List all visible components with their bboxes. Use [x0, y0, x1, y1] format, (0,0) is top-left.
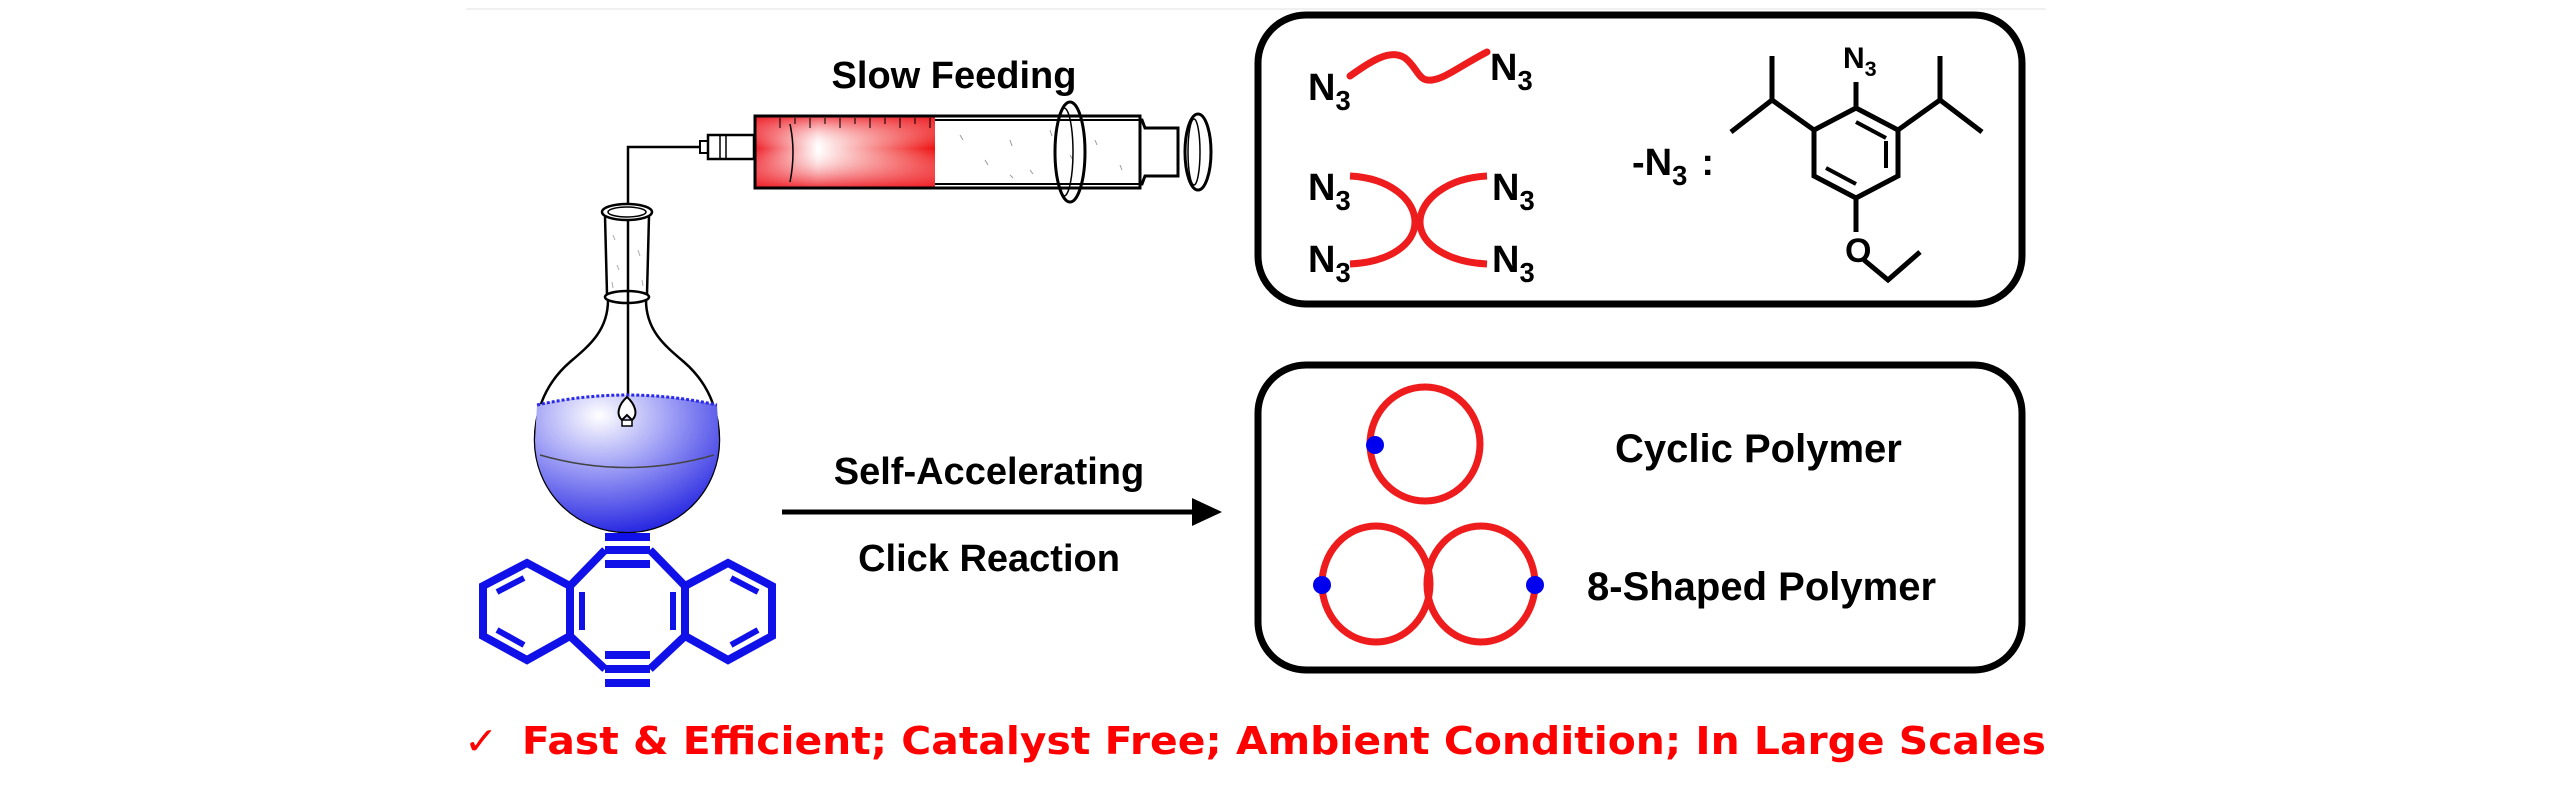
round-bottom-flask	[533, 202, 721, 534]
check-icon: ✓	[464, 719, 498, 763]
monomer-structure	[479, 533, 776, 687]
svg-text:N3: N3	[1490, 47, 1533, 96]
tetrafunctional-azide-linker: N3 N3 N3 N3	[1308, 167, 1535, 288]
svg-text:N3: N3	[1492, 239, 1535, 288]
product-box	[1254, 361, 2026, 674]
cyclic-polymer-icon	[1366, 383, 1484, 505]
syringe-plunger-cap	[1183, 112, 1213, 192]
eight-shaped-polymer-label: 8-Shaped Polymer	[1587, 565, 1936, 609]
arrow-label-top: Self-Accelerating	[834, 451, 1144, 493]
cyclic-polymer-label: Cyclic Polymer	[1615, 427, 1902, 471]
svg-text:N3: N3	[1308, 167, 1351, 216]
eight-shaped-polymer-icon	[1313, 522, 1544, 646]
aryl-azide-structure	[1729, 56, 1984, 284]
footer-advantages: ✓Fast & Efficient; Catalyst Free; Ambien…	[464, 719, 2046, 763]
arrow-label-bottom: Click Reaction	[858, 538, 1120, 580]
slow-feeding-label: Slow Feeding	[832, 55, 1077, 97]
arrow-head-icon	[1192, 498, 1222, 526]
linker-box	[1254, 11, 2026, 308]
azide-definition: -N3:	[1632, 142, 1714, 191]
flask-liquid	[535, 395, 719, 532]
aryl-azide-label: N3	[1843, 42, 1877, 81]
syringe	[626, 100, 1213, 405]
svg-text:N3: N3	[1492, 167, 1535, 216]
svg-text:-N3:: -N3:	[1632, 142, 1714, 191]
needle	[626, 145, 700, 405]
oxygen-label: O	[1845, 232, 1871, 270]
svg-text:N3: N3	[1308, 67, 1351, 116]
difunctional-azide-linker: N3 N3	[1308, 47, 1533, 116]
reaction-arrow	[782, 498, 1222, 526]
svg-text:N3: N3	[1308, 239, 1351, 288]
